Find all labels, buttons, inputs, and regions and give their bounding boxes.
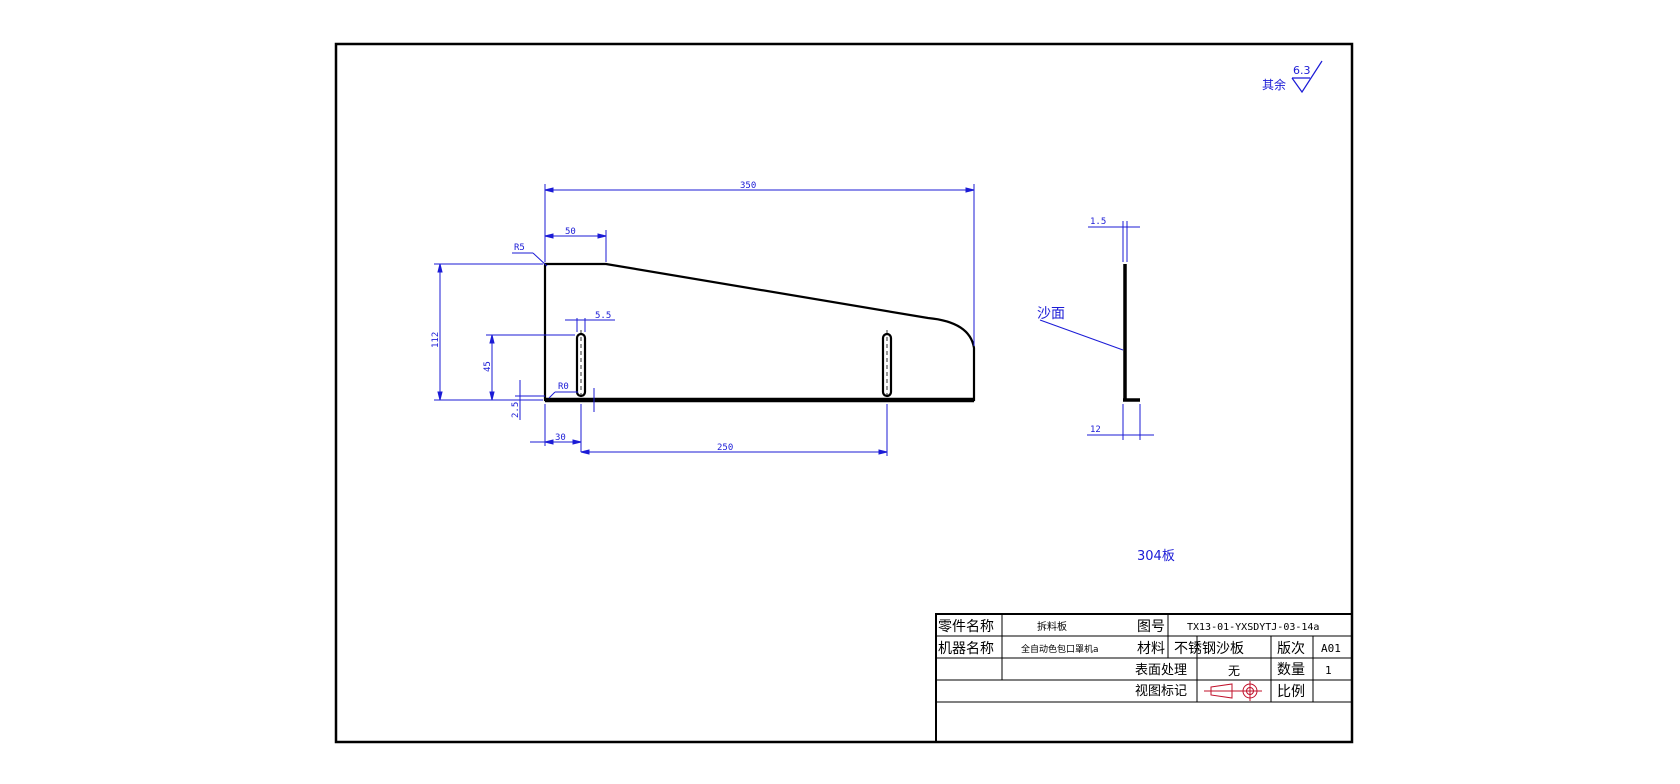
dim-slot-width: 5.5	[595, 311, 611, 321]
side-view-labels: 1.5 12 沙面	[1037, 217, 1106, 435]
dim-bend-radius: R0	[558, 382, 569, 392]
dim-slot-spacing: 250	[717, 443, 733, 453]
projection-symbol-icon	[1204, 681, 1262, 701]
tb-part-name: 拆料板	[1037, 620, 1067, 633]
tb-surface-treatment: 无	[1228, 664, 1240, 678]
tb-machine-name: 全自动色包口罩机a	[1021, 643, 1099, 655]
dim-height: 112	[431, 332, 441, 348]
tb-material: 不锈钢沙板	[1174, 641, 1244, 657]
main-view-dimension-labels: 350 50 R5 112 5.5 45 R0 2.5 30 250	[431, 181, 756, 453]
finish-label: 其余	[1262, 77, 1286, 92]
dim-top-flat: 50	[565, 227, 576, 237]
dim-flange-width: 12	[1090, 425, 1101, 435]
dim-slot-height: 45	[483, 361, 493, 372]
tb-drawing-no-label: 图号	[1137, 619, 1165, 635]
dim-overall-length: 350	[740, 181, 756, 191]
tb-part-name-label: 零件名称	[938, 619, 994, 635]
tb-quantity: 1	[1325, 664, 1332, 677]
dim-slot-offset: 2.5	[511, 402, 521, 418]
part-outline	[543, 262, 976, 402]
tb-drawing-no: TX13-01-YXSDYTJ-03-14a	[1187, 622, 1319, 633]
tb-machine-name-label: 机器名称	[938, 641, 994, 657]
surface-finish-symbol: 其余 6.3	[1262, 60, 1323, 94]
side-view-dimensions	[1039, 221, 1154, 440]
tb-view-mark-label: 视图标记	[1135, 684, 1187, 699]
dim-corner-radius: R5	[514, 243, 525, 253]
tb-version-label: 版次	[1277, 641, 1305, 657]
finish-value: 6.3	[1293, 64, 1311, 77]
note-finish: 沙面	[1037, 306, 1065, 322]
main-view	[543, 262, 976, 403]
material-note: 304板	[1137, 549, 1175, 564]
tb-surface-treatment-label: 表面处理	[1135, 663, 1187, 678]
dim-slot-from-edge: 30	[555, 433, 566, 443]
tb-scale-label: 比例	[1277, 684, 1305, 700]
title-block: 零件名称 拆料板 图号 TX13-01-YXSDYTJ-03-14a 机器名称 …	[935, 613, 1353, 743]
tb-quantity-label: 数量	[1277, 662, 1305, 678]
side-view	[1123, 264, 1140, 402]
dim-thickness: 1.5	[1090, 217, 1106, 227]
drawing-frame	[334, 42, 1354, 744]
tb-version: A01	[1321, 642, 1341, 655]
tb-material-label: 材料	[1137, 641, 1165, 657]
main-view-dimensions	[434, 184, 975, 456]
